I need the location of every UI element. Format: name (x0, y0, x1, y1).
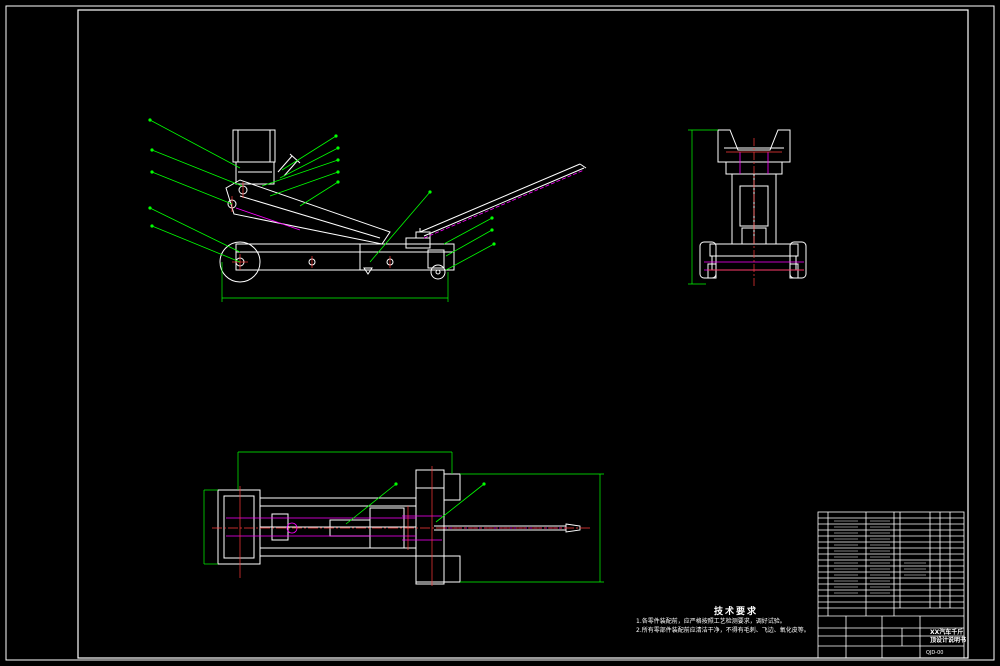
center-marks (231, 182, 391, 270)
technical-requirement-1: 1.各零件装配前，应严格按照工艺检测要求，调好试验。 (636, 618, 786, 625)
title-block (817, 511, 965, 659)
part-list-marks (834, 520, 926, 594)
front-dimension (221, 262, 449, 302)
top-centerlines (212, 466, 590, 586)
pins (308, 258, 394, 275)
technical-requirements: 技术要求 1.各零件装配前，应严格按照工艺检测要求，调好试验。 2.所有零部件装… (636, 604, 826, 635)
lift-arm (225, 179, 391, 245)
drawing-title-line-2: 顶设计说明书 (930, 636, 966, 644)
technical-requirement-2: 2.所有零部件装配前应清洁干净，不得有毛刺、飞边、氧化皮等。 (636, 627, 810, 634)
end-dimension (688, 129, 718, 285)
rear-caster (427, 249, 446, 280)
drawing-frame (5, 5, 995, 661)
end-centerlines (708, 138, 804, 286)
release-valve (277, 153, 301, 177)
end-wheels (699, 241, 807, 279)
front-leaders (148, 118, 496, 271)
drawing-title-line-1: XX汽车千斤 (930, 628, 963, 636)
chassis (235, 228, 455, 271)
top-dimensions (203, 451, 604, 583)
top-view (203, 451, 604, 586)
end-view (688, 129, 807, 286)
technical-requirements-title: 技术要求 (713, 607, 758, 617)
top-frame (217, 469, 461, 585)
handle (419, 163, 587, 237)
hidden-lines (235, 169, 585, 239)
top-handle (434, 523, 581, 533)
top-leaders (345, 482, 486, 525)
title-block-text: XX汽车千斤 顶设计说明书 QJD-00 (926, 628, 966, 656)
drawing-number: QJD-00 (926, 650, 943, 656)
saddle (232, 129, 276, 185)
front-view (148, 118, 587, 302)
